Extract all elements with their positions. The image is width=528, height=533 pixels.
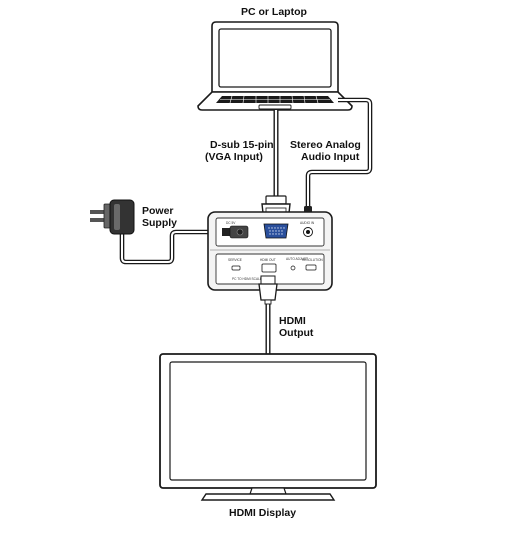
power-label-line2: Supply (142, 217, 178, 229)
power-cable (119, 229, 226, 265)
hdmi-output-label-line1: HDMI (279, 315, 306, 327)
hdmi-display-label: HDMI Display (229, 507, 297, 519)
dc-jack-icon (222, 225, 249, 239)
auto-adjust-label: AUTO ADJUST (286, 257, 308, 261)
laptop-icon (197, 21, 353, 111)
audio-in-port-label: AUDIO IN (300, 221, 315, 225)
auto-adjust-button (290, 265, 296, 271)
model-label: PC TO HDMI SCALER (232, 277, 265, 281)
stereo-label-line2: Audio Input (301, 151, 360, 163)
power-label-line1: Power (142, 205, 174, 217)
hdmi-port-icon (261, 263, 277, 273)
vga-port-icon (263, 223, 289, 239)
power-adapter-icon (90, 199, 135, 235)
audio-cable (305, 97, 373, 214)
hdmi-out-label: HDMI OUT (260, 258, 276, 262)
pc-label: PC or Laptop (241, 6, 307, 18)
dsub-label-line1: D-sub 15-pin (210, 139, 274, 151)
scaler-device: DC 5V AUDIO IN SERVICE HDMI OUT AUTO ADJ… (207, 211, 333, 291)
resolution-button (305, 264, 317, 271)
display-icon (159, 353, 377, 501)
hdmi-plug-icon (258, 275, 278, 305)
service-port-icon (231, 265, 241, 271)
stereo-label-line1: Stereo Analog (290, 139, 361, 151)
dsub-label-line2: (VGA Input) (205, 151, 263, 163)
dc-port-label: DC 5V (226, 221, 236, 225)
resolution-label: RESOLUTION (302, 258, 323, 262)
service-label: SERVICE (228, 258, 242, 262)
audio-jack-icon (303, 227, 313, 237)
hdmi-output-label-line2: Output (279, 327, 314, 339)
